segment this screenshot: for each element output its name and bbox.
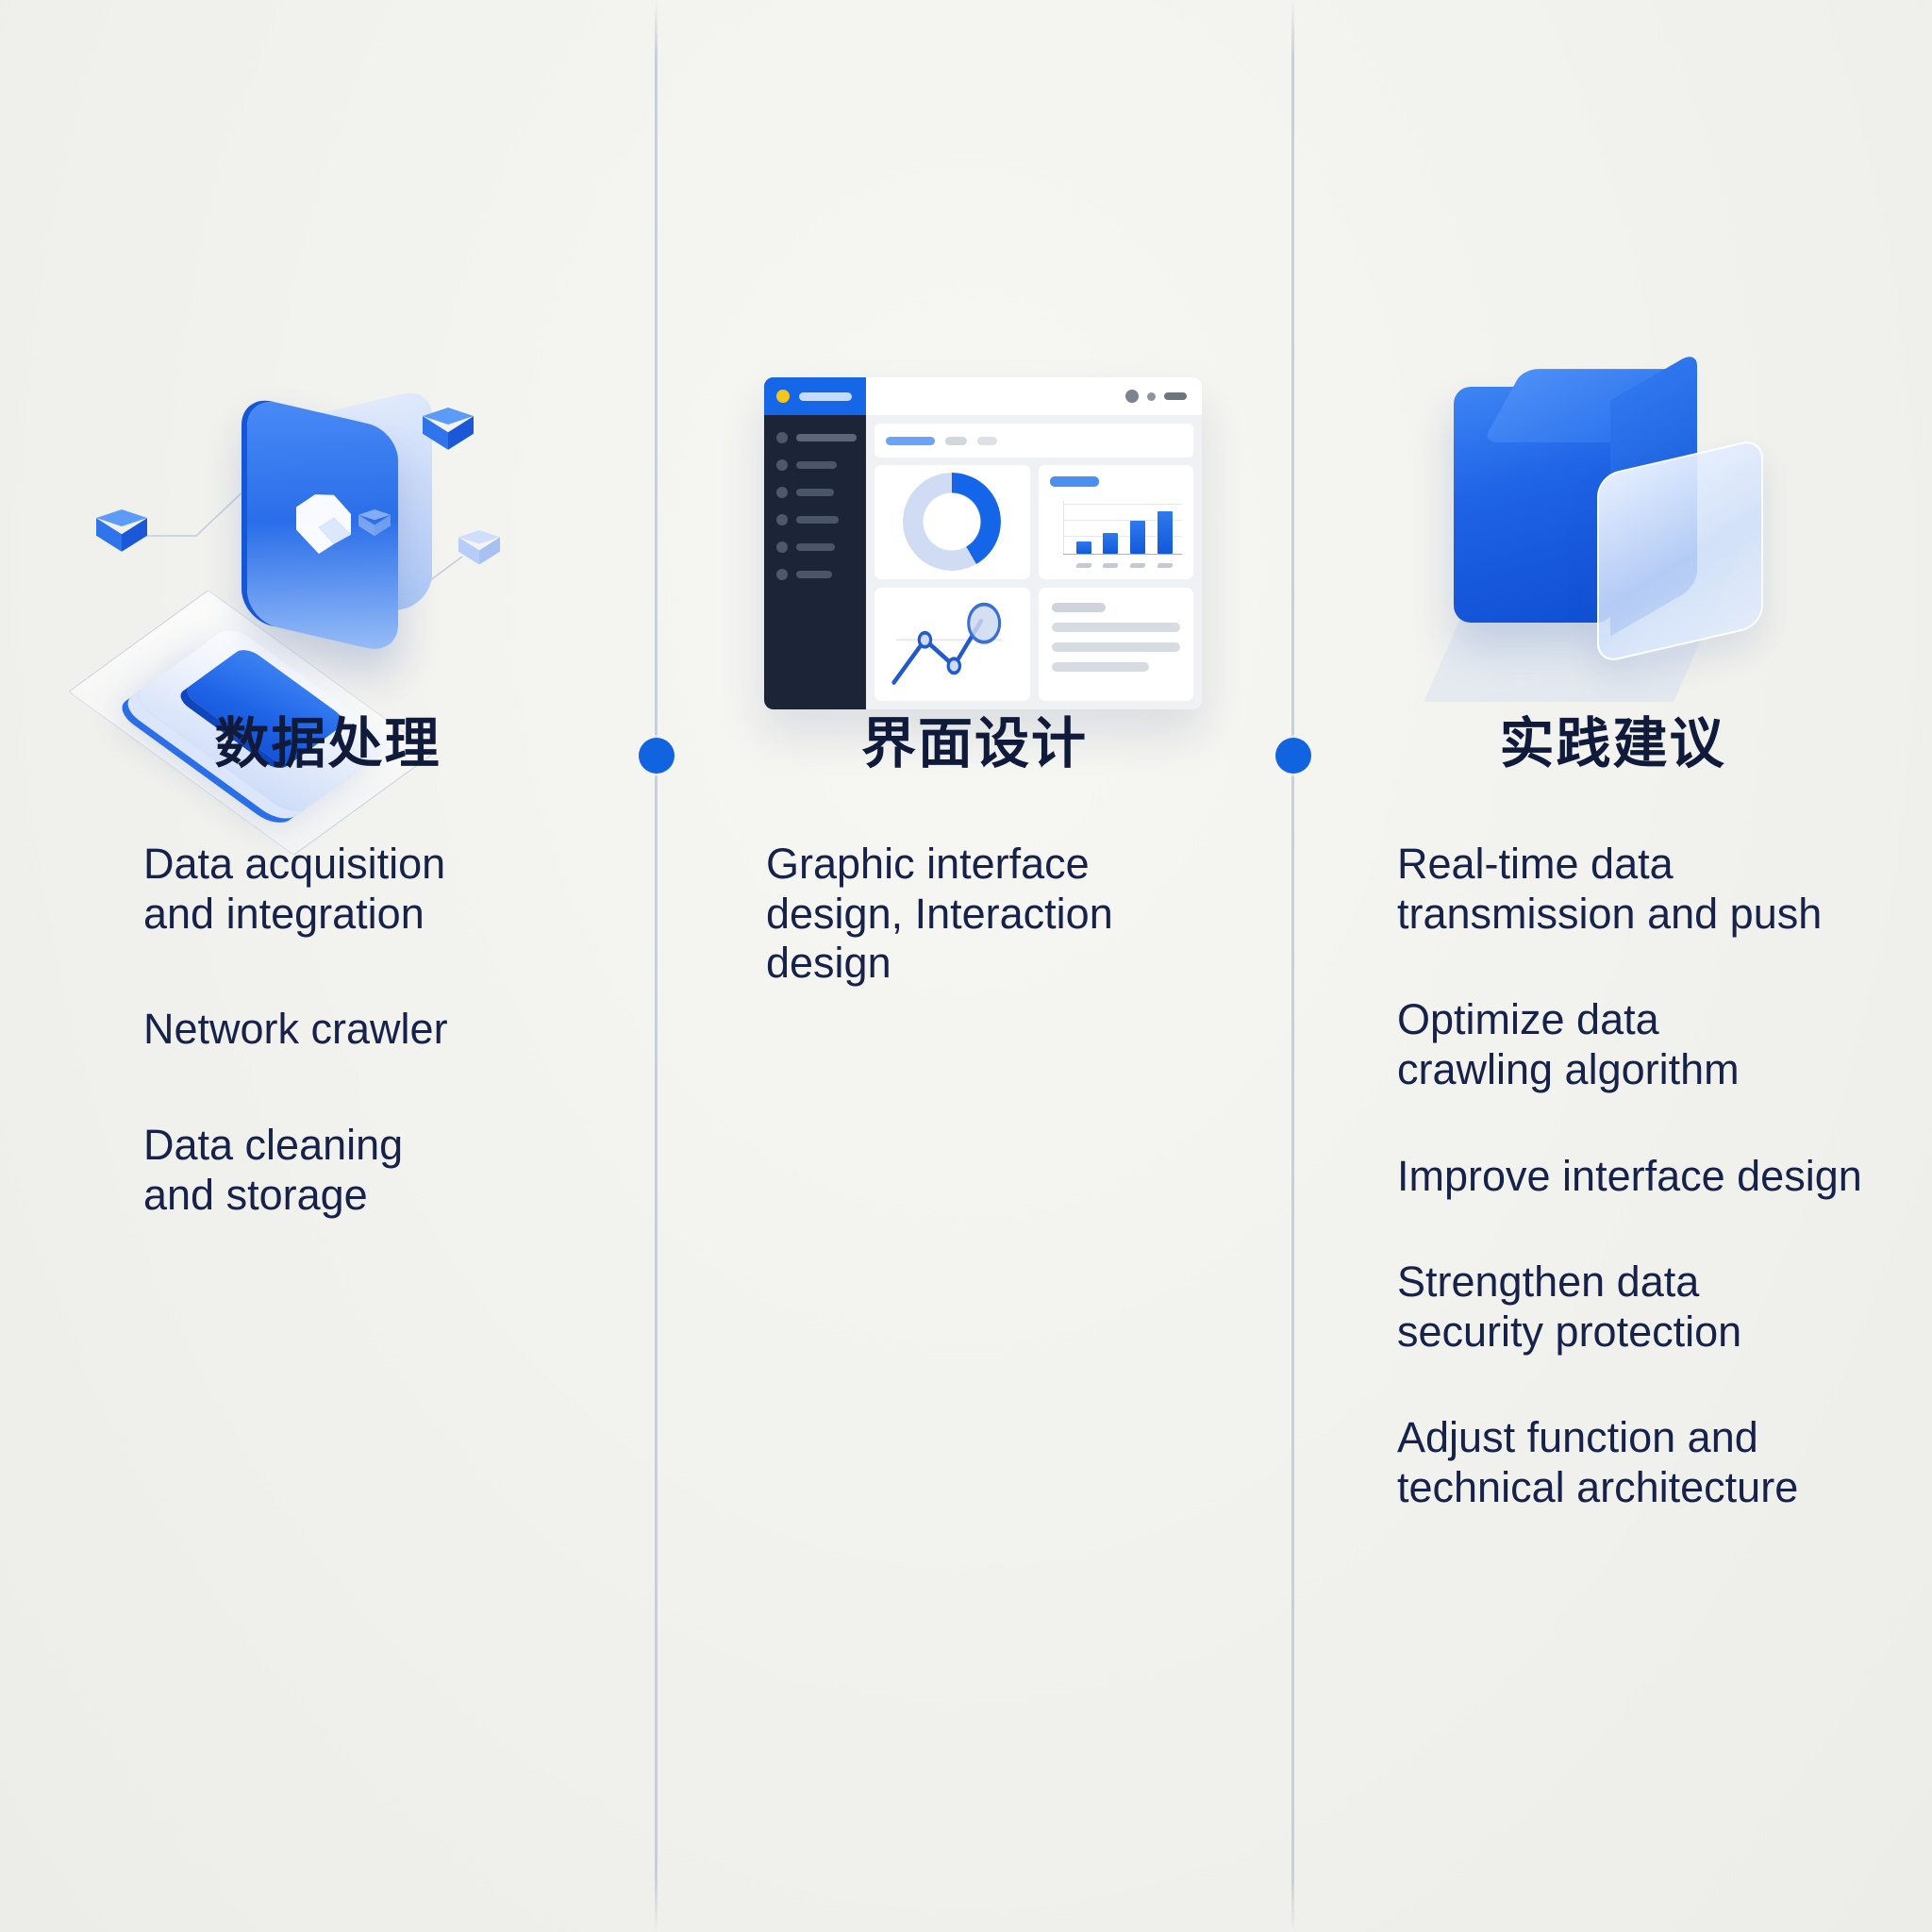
mock-nav-item (776, 432, 866, 443)
bar-chart-title-placeholder (1049, 476, 1099, 487)
window-pill-icon (1164, 392, 1187, 400)
bar-chart-card (1038, 465, 1193, 579)
nav-label-placeholder (796, 543, 835, 551)
column-title-practice-suggestions: 实践建议 (1499, 713, 1726, 774)
nav-bullet-icon (776, 569, 788, 580)
filter-pill (945, 436, 967, 445)
bar-chart (1049, 476, 1185, 570)
nav-label-placeholder (796, 516, 839, 524)
brand-placeholder (799, 391, 852, 401)
dashboard-mockup-icon (764, 377, 1202, 709)
donut-chart-card (874, 465, 1030, 579)
isometric-cube-panel-icon (1388, 350, 1831, 715)
solid-cube (1454, 350, 1697, 637)
mock-sidebar-header (764, 377, 866, 415)
mock-nav-item (776, 459, 866, 471)
list-line-placeholder (1051, 661, 1150, 672)
list-item: Data cleaning and storage (143, 1120, 404, 1219)
line-chart-card (874, 587, 1030, 702)
filter-pill (977, 436, 997, 445)
nav-label-placeholder (796, 434, 857, 441)
column-practice-suggestions: 实践建议 Real-time data transmission and pus… (1293, 0, 1932, 1932)
gridline (1062, 504, 1182, 506)
x-tick-labels (1071, 562, 1179, 568)
nav-bullet-icon (776, 514, 788, 525)
nav-bullet-icon (776, 432, 788, 443)
list-item: Real-time data transmission and push (1397, 840, 1823, 938)
mock-nav-item (776, 487, 866, 498)
mock-sidebar (764, 377, 866, 709)
nav-label-placeholder (796, 489, 834, 496)
window-dot-large-icon (1125, 390, 1139, 403)
mock-nav-item (776, 569, 866, 580)
gridline (1062, 536, 1182, 538)
data-processing-illustration (0, 198, 656, 856)
text-list-card (1038, 587, 1193, 701)
mock-window-controls (866, 377, 1202, 415)
card-front-panel (247, 395, 398, 656)
practice-suggestions-illustration (1293, 198, 1932, 702)
line-chart (874, 588, 1030, 702)
bullet-list-interface-design: Graphic interface design, Interaction de… (658, 840, 1291, 1055)
interface-design-illustration (658, 198, 1291, 709)
mock-nav-item (776, 541, 866, 553)
list-item: Network crawler (143, 1005, 448, 1054)
filter-pill-active (886, 436, 935, 445)
floating-cube-middle (358, 509, 391, 541)
list-item: Graphic interface design, Interaction de… (766, 840, 1113, 988)
list-item: Optimize data crawling algorithm (1397, 995, 1740, 1093)
swirl-logo-icon (287, 478, 358, 573)
list-item: Data acquisition and integration (143, 840, 446, 938)
bullet-list-data-processing: Data acquisition and integration Network… (0, 840, 656, 1286)
floating-cube-top-right (423, 408, 474, 458)
divider-node-1 (639, 738, 675, 774)
nav-label-placeholder (796, 571, 832, 578)
list-item: Adjust function and technical architectu… (1397, 1413, 1799, 1512)
nav-bullet-icon (776, 459, 788, 471)
logo-dot-icon (776, 390, 790, 403)
column-interface-design: 界面设计 Graphic interface design, Interacti… (658, 0, 1291, 1932)
bar (1075, 541, 1091, 554)
floating-cube-left (96, 509, 147, 560)
gridline (1062, 520, 1182, 522)
window-dot-small-icon (1147, 391, 1156, 401)
mock-main-area (866, 377, 1202, 709)
mock-content (866, 415, 1202, 709)
column-data-processing: 数据处理 Data acquisition and integration Ne… (0, 0, 656, 1932)
list-item: Strengthen data security protection (1397, 1257, 1742, 1356)
x-tick-label (1075, 562, 1092, 568)
column-divider-2 (1291, 0, 1294, 1932)
isometric-data-platform-icon (68, 368, 547, 856)
x-tick-label (1156, 562, 1174, 568)
bar (1103, 533, 1119, 554)
bullet-list-practice-suggestions: Real-time data transmission and push Opt… (1293, 840, 1932, 1570)
x-tick-label (1129, 562, 1146, 568)
mock-filter-bar (874, 424, 1193, 458)
bar-series (1071, 501, 1179, 554)
bar-chart-plot (1062, 501, 1182, 568)
x-tick-label (1102, 562, 1120, 568)
nav-bullet-icon (776, 541, 788, 553)
column-title-interface-design: 界面设计 (860, 713, 1088, 774)
mock-card-grid (874, 465, 1193, 701)
floating-cube-right (458, 530, 500, 572)
column-divider-1 (655, 0, 658, 1932)
mock-nav-item (776, 514, 866, 525)
list-heading-placeholder (1051, 602, 1106, 612)
list-item: Improve interface design (1397, 1151, 1862, 1200)
column-title-data-processing: 数据处理 (214, 713, 441, 774)
list-line-placeholder (1051, 641, 1180, 652)
list-line-placeholder (1051, 622, 1180, 632)
mock-nav-list (764, 415, 866, 580)
x-axis (1062, 553, 1182, 555)
donut-chart (903, 473, 1002, 572)
bar (1157, 511, 1173, 554)
y-axis (1062, 501, 1064, 555)
glass-panel (1597, 437, 1763, 665)
divider-node-2 (1275, 738, 1311, 774)
bar (1130, 521, 1146, 554)
nav-label-placeholder (796, 461, 837, 469)
nav-bullet-icon (776, 487, 788, 498)
